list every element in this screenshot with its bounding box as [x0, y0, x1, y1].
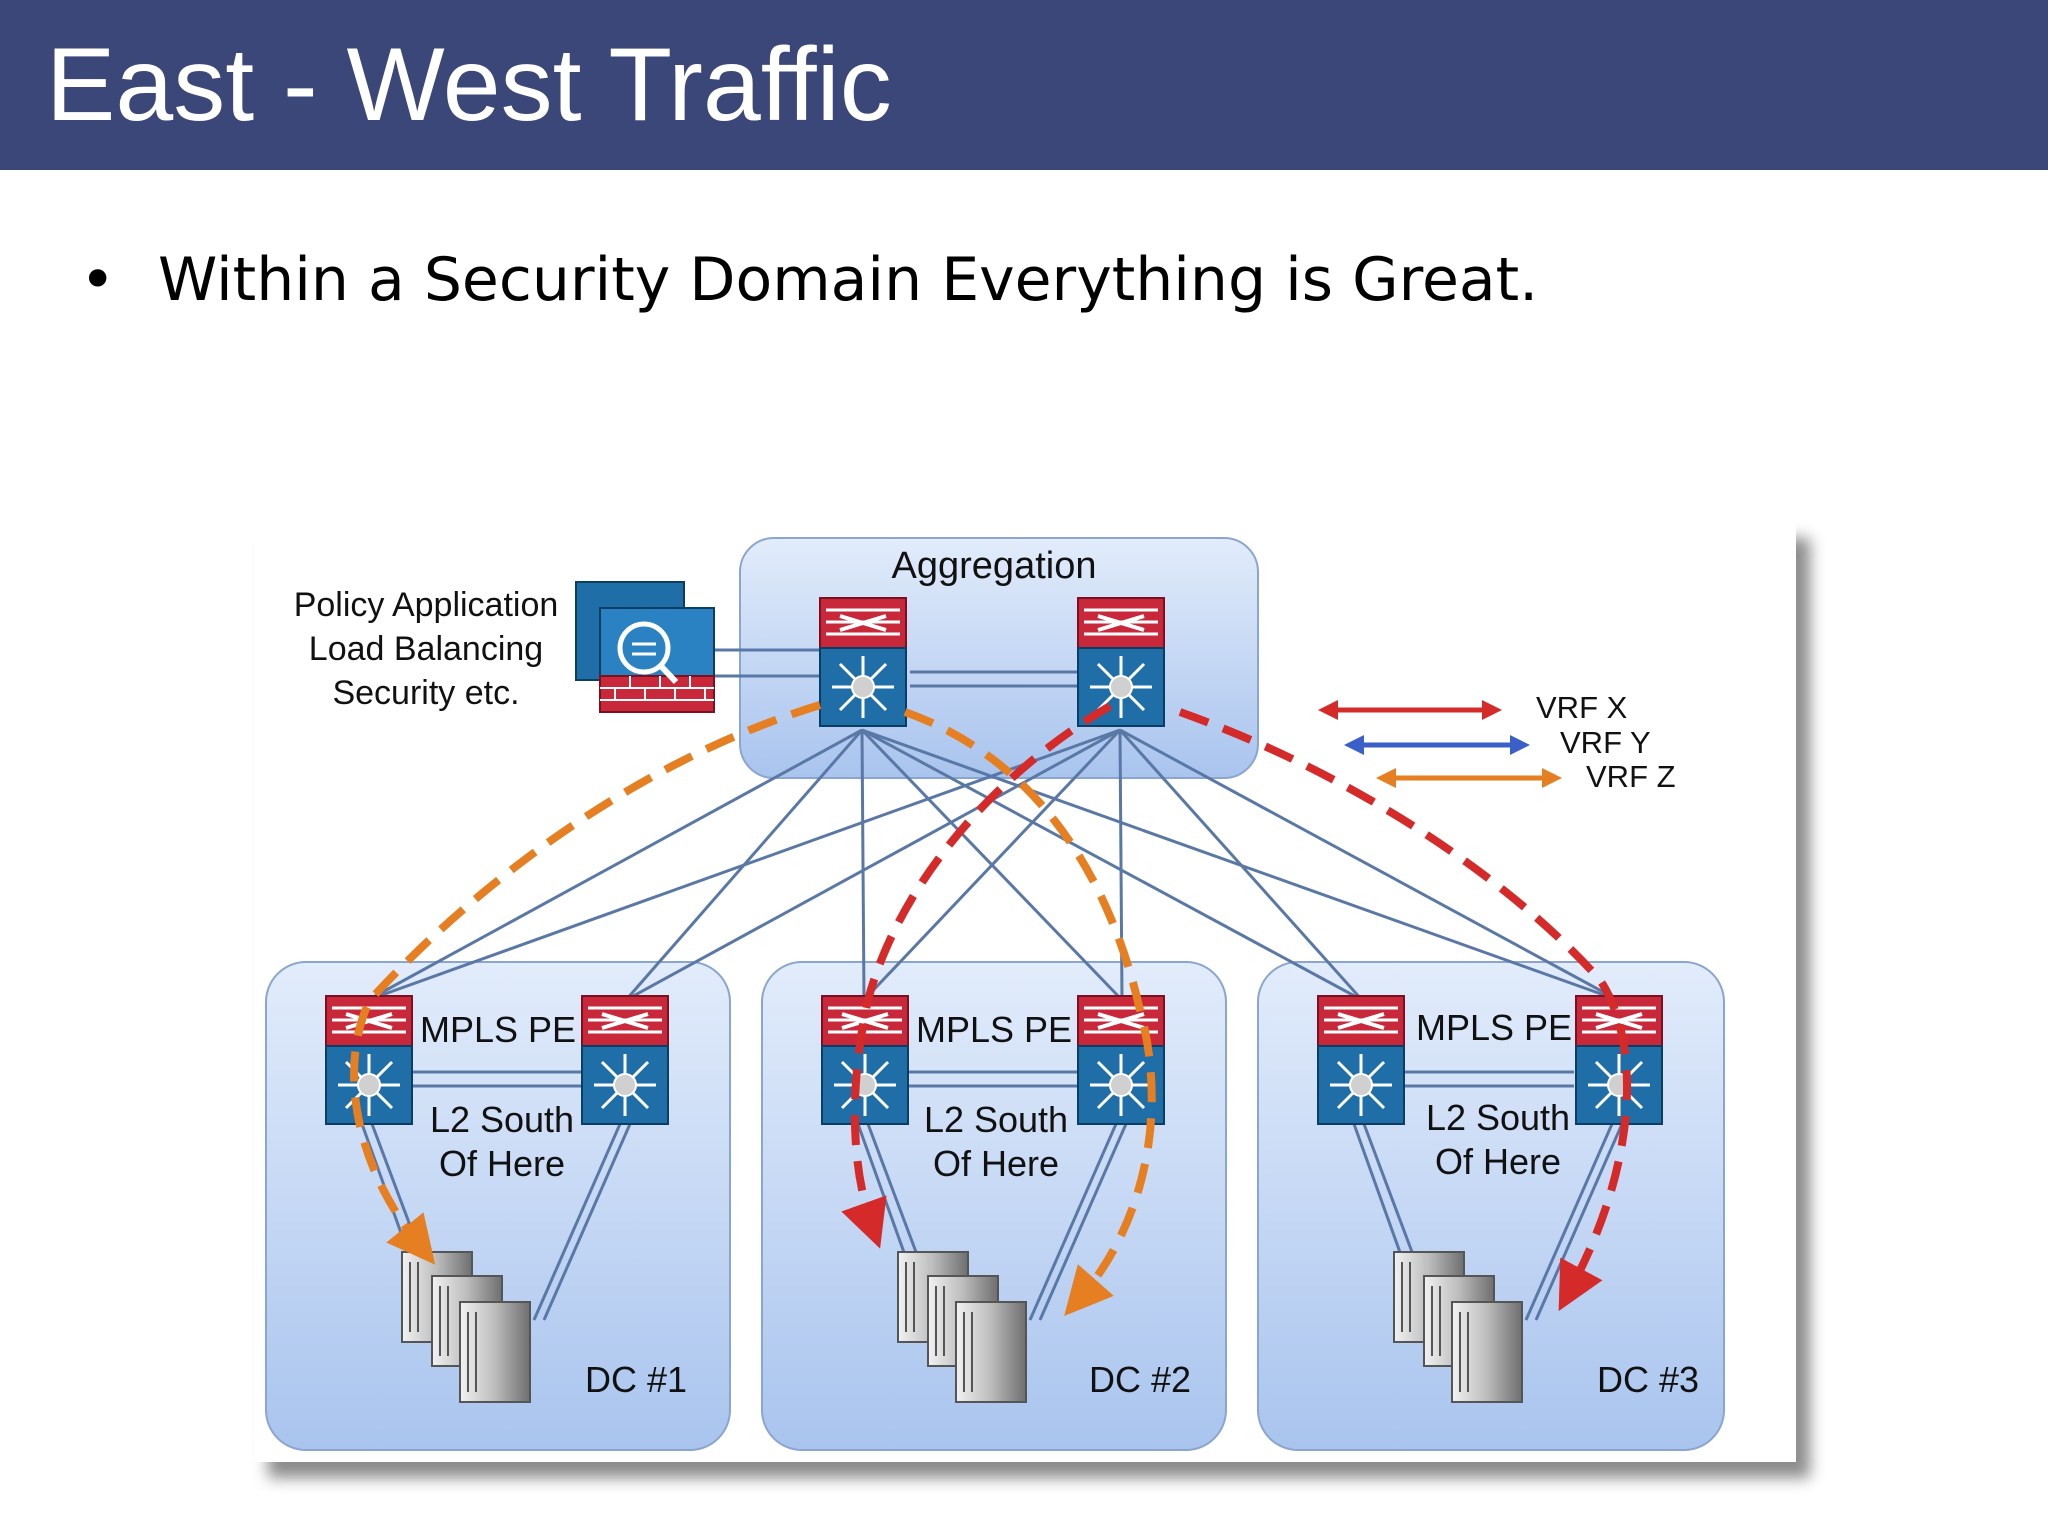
legend-vrf-z-label: VRF Z	[1586, 759, 1676, 794]
dc1-pe-label: MPLS PE	[420, 1009, 576, 1050]
bullet-text: Within a Security Domain Everything is G…	[158, 245, 1539, 315]
vrf-x-path-dc3	[1178, 708, 1632, 1312]
aggregation-label: Aggregation	[892, 545, 1097, 587]
bullet-item: • Within a Security Domain Everything is …	[80, 245, 1538, 315]
slide-title: East - West Traffic	[46, 27, 892, 143]
policy-line-1: Policy Application	[294, 586, 559, 624]
aggregation-links	[712, 648, 1078, 688]
dc3-pe-left-switch-icon	[1316, 994, 1406, 1126]
policy-line-3: Security etc.	[332, 674, 519, 712]
firewall-icon	[575, 581, 715, 713]
dc2-l2-line2: Of Here	[933, 1143, 1059, 1184]
dc1-name: DC #1	[585, 1359, 687, 1400]
dc1-pe-right-switch-icon	[580, 994, 670, 1126]
dc1-pe-left-switch-icon	[324, 994, 414, 1126]
dc2-pe-left-switch-icon	[820, 994, 910, 1126]
network-diagram: Aggregation	[265, 537, 1725, 1451]
dc3-name: DC #3	[1597, 1359, 1699, 1400]
dc2-pe-label: MPLS PE	[916, 1009, 1072, 1050]
legend-vrf-y-label: VRF Y	[1560, 725, 1651, 760]
dc2-name: DC #2	[1089, 1359, 1191, 1400]
policy-line-2: Load Balancing	[309, 630, 543, 668]
dc1-l2-line1: L2 South	[430, 1099, 574, 1140]
dc3-pe-right-switch-icon	[1574, 994, 1664, 1126]
dc1-l2-line2: Of Here	[439, 1143, 565, 1184]
legend-vrf-x-label: VRF X	[1536, 690, 1628, 725]
vrf-z-path-dc1	[350, 701, 822, 1265]
dc2-pe-right-switch-icon	[1076, 994, 1166, 1126]
mesh-links	[367, 728, 1619, 1002]
dc3-pe-label: MPLS PE	[1416, 1007, 1572, 1048]
aggregation-switch-icon	[1076, 596, 1166, 728]
title-bar: East - West Traffic	[0, 0, 2048, 170]
dc2-l2-line1: L2 South	[924, 1099, 1068, 1140]
bullet-dot-icon: •	[80, 245, 116, 315]
vrf-z-path-dc2	[903, 708, 1156, 1317]
dc3-l2-line1: L2 South	[1426, 1097, 1570, 1138]
vrf-x-path-dc2	[841, 702, 1113, 1249]
aggregation-switch-icon	[818, 596, 908, 728]
dc3-l2-line2: Of Here	[1435, 1141, 1561, 1182]
